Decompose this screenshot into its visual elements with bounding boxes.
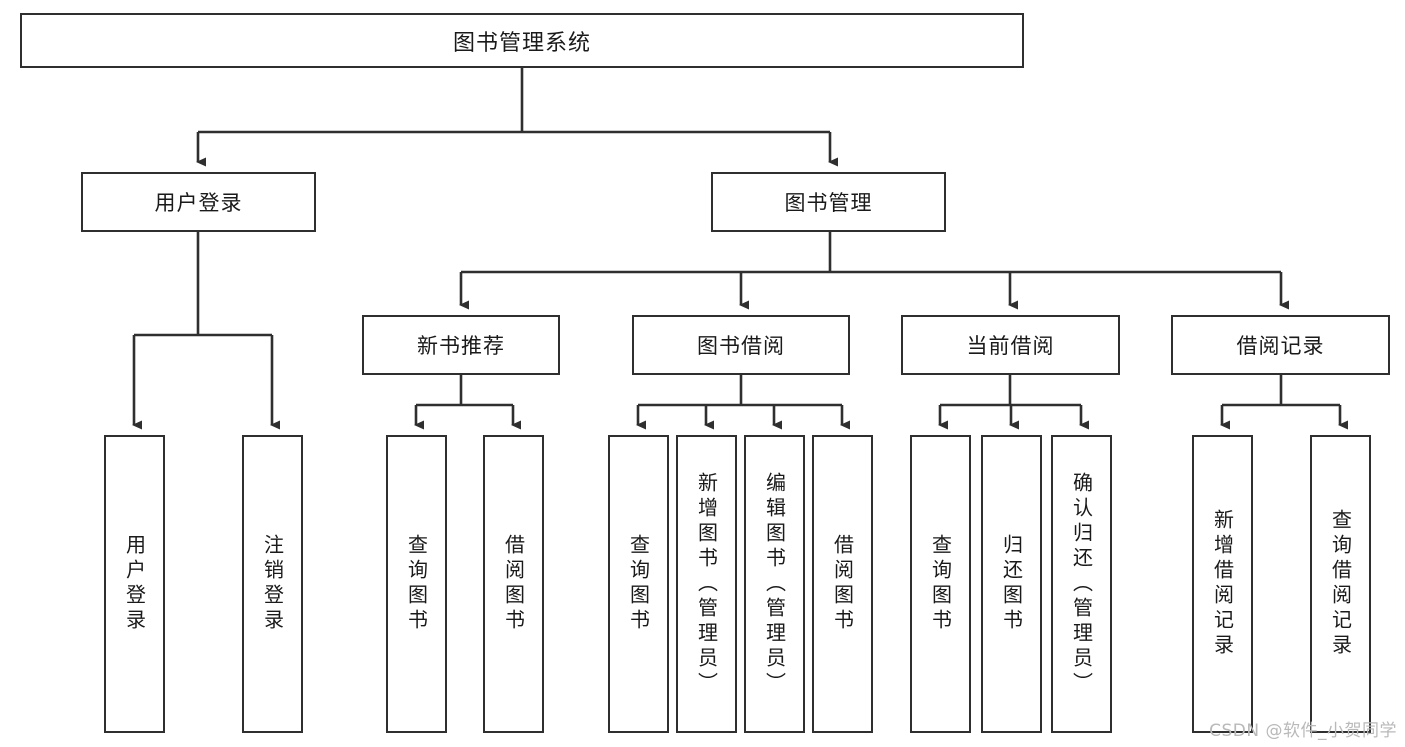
leaf-borrow-book[interactable]: 借阅图书 bbox=[812, 435, 873, 733]
node-user-login[interactable]: 用户登录 bbox=[81, 172, 316, 232]
leaf-query-book-current[interactable]: 查询图书 bbox=[910, 435, 971, 733]
node-label: 用户登录 bbox=[122, 534, 147, 634]
node-label: 查询图书 bbox=[404, 534, 429, 634]
leaf-add-borrow-record[interactable]: 新增借阅记录 bbox=[1192, 435, 1253, 733]
node-label: 查询图书 bbox=[928, 534, 953, 634]
node-label: 图书管理系统 bbox=[452, 30, 591, 56]
leaf-add-book-admin[interactable]: 新增图书（管理员） bbox=[676, 435, 737, 733]
node-label: 确认归还（管理员） bbox=[1069, 471, 1094, 697]
node-book-management[interactable]: 图书管理 bbox=[711, 172, 946, 232]
leaf-user-login[interactable]: 用户登录 bbox=[104, 435, 165, 733]
node-borrow-record[interactable]: 借阅记录 bbox=[1171, 315, 1390, 375]
leaf-edit-book-admin[interactable]: 编辑图书（管理员） bbox=[744, 435, 805, 733]
node-label: 编辑图书（管理员） bbox=[762, 471, 787, 697]
leaf-user-logout[interactable]: 注销登录 bbox=[242, 435, 303, 733]
leaf-borrow-book-recommend[interactable]: 借阅图书 bbox=[483, 435, 544, 733]
node-label: 用户登录 bbox=[154, 191, 243, 215]
node-label: 归还图书 bbox=[999, 534, 1024, 634]
node-new-book-recommend[interactable]: 新书推荐 bbox=[362, 315, 560, 375]
node-label: 借阅图书 bbox=[830, 534, 855, 634]
node-label: 新书推荐 bbox=[417, 334, 505, 358]
leaf-query-borrow-record[interactable]: 查询借阅记录 bbox=[1310, 435, 1371, 733]
leaf-confirm-return-admin[interactable]: 确认归还（管理员） bbox=[1051, 435, 1112, 733]
leaf-query-book-recommend[interactable]: 查询图书 bbox=[386, 435, 447, 733]
node-current-borrow[interactable]: 当前借阅 bbox=[901, 315, 1120, 375]
node-label: 图书管理 bbox=[784, 191, 873, 215]
node-label: 当前借阅 bbox=[966, 334, 1055, 358]
node-label: 新增图书（管理员） bbox=[694, 471, 719, 697]
node-root[interactable]: 图书管理系统 bbox=[20, 13, 1024, 68]
node-label: 查询图书 bbox=[626, 534, 651, 634]
leaf-query-book-borrow[interactable]: 查询图书 bbox=[608, 435, 669, 733]
node-label: 新增借阅记录 bbox=[1210, 509, 1235, 659]
node-label: 查询借阅记录 bbox=[1328, 509, 1353, 659]
node-label: 图书借阅 bbox=[697, 334, 785, 358]
leaf-return-book[interactable]: 归还图书 bbox=[981, 435, 1042, 733]
node-label: 借阅记录 bbox=[1236, 334, 1325, 358]
node-book-borrow[interactable]: 图书借阅 bbox=[632, 315, 850, 375]
node-label: 借阅图书 bbox=[501, 534, 526, 634]
node-label: 注销登录 bbox=[260, 534, 285, 634]
